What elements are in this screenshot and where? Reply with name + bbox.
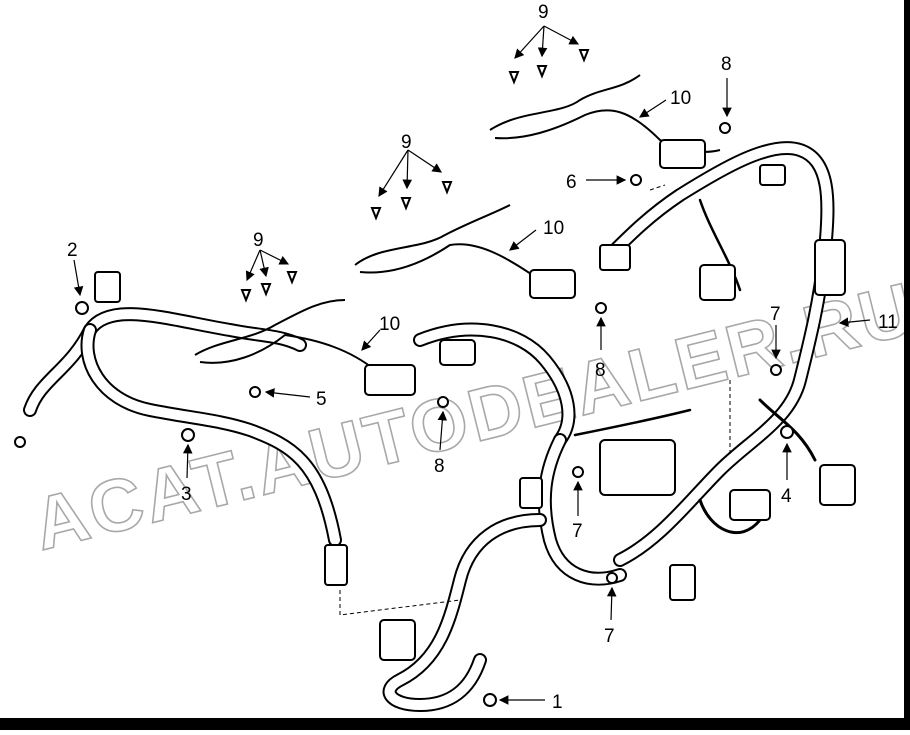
callout-9: 9 [538,2,549,23]
connector-block [659,139,706,169]
connector-block [519,477,543,509]
fasteners [14,49,794,707]
callout-4: 4 [781,486,792,507]
connector-block [364,364,416,396]
callout-9: 9 [401,132,412,153]
frame-border-right [904,0,910,730]
callout-10: 10 [379,314,400,335]
connector-block [324,544,348,586]
callout-10: 10 [543,218,564,239]
callout-8: 8 [595,360,606,381]
callout-8: 8 [721,54,732,75]
frame-border-bottom [0,718,910,730]
connector-block [814,239,846,296]
connector-block [759,164,786,186]
callout-labels: 9 8 10 6 9 10 2 9 10 8 7 11 5 8 3 4 7 7 … [67,2,898,713]
callout-3: 3 [181,484,192,505]
upper-harness-left [194,299,376,371]
connector-block [729,489,771,521]
connector-block [699,264,736,301]
callout-7: 7 [604,626,615,647]
main-harness [23,141,835,712]
connector-block [599,244,631,271]
upper-harness-middle [354,204,541,281]
connector-block [819,464,856,506]
relay-box [599,439,676,496]
callout-9: 9 [253,230,264,251]
callout-7: 7 [770,304,781,325]
connector-block [669,564,696,601]
connectors [94,139,856,661]
callout-11: 11 [878,312,898,333]
leader-lines [73,25,871,705]
callout-10: 10 [670,88,691,109]
callout-5: 5 [316,389,327,410]
callout-6: 6 [566,172,577,193]
callout-7: 7 [572,521,583,542]
connector-block [529,269,576,299]
dashed-lines [339,184,731,616]
callout-1: 1 [552,692,563,713]
connector-block [94,271,121,303]
connector-block [439,339,476,366]
callout-8: 8 [434,456,445,477]
connector-block [379,619,416,661]
callout-2: 2 [67,240,78,261]
